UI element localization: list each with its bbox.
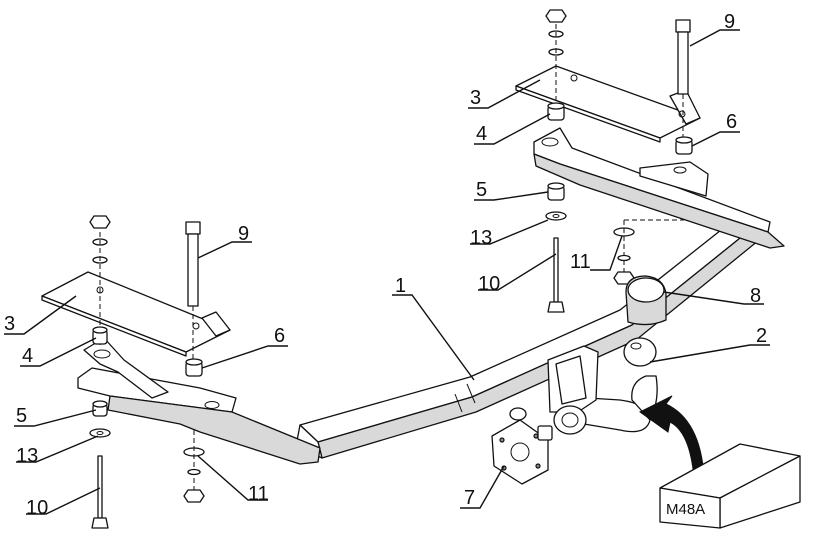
left-side-bracket xyxy=(77,337,321,465)
tow-ball-assembly xyxy=(555,275,667,433)
callout-10-left: 10 xyxy=(26,497,48,519)
right-mounting-plate xyxy=(515,65,701,143)
callout-1: 1 xyxy=(395,275,406,297)
callout-9-right: 9 xyxy=(724,11,735,33)
model-code: M48A xyxy=(666,501,705,518)
callout-6-right: 6 xyxy=(726,111,737,133)
callout-11-right: 11 xyxy=(570,251,591,273)
leader-lines xyxy=(4,29,770,515)
callout-11-left: 11 xyxy=(248,483,269,505)
callout-5-left: 5 xyxy=(16,405,27,427)
callout-6-left: 6 xyxy=(274,325,285,347)
left-bolt-stack xyxy=(89,215,205,529)
callout-3-right: 3 xyxy=(470,87,481,109)
left-mounting-plate xyxy=(41,271,231,357)
callout-5-right: 5 xyxy=(476,179,487,201)
callout-7: 7 xyxy=(464,487,475,509)
right-bolt-stack xyxy=(545,9,693,313)
callout-2: 2 xyxy=(756,325,767,347)
model-code-box: M48A xyxy=(659,443,801,529)
callout-13-left: 13 xyxy=(16,445,38,467)
callout-13-right: 13 xyxy=(470,227,492,249)
callout-10-right: 10 xyxy=(478,273,500,295)
callout-4-left: 4 xyxy=(22,345,33,367)
install-direction-arrow xyxy=(639,395,705,479)
main-cross-beam xyxy=(295,214,765,459)
callout-4-right: 4 xyxy=(476,123,487,145)
electrical-socket-plate xyxy=(491,345,599,485)
callout-3-left: 3 xyxy=(4,313,15,335)
callout-labels: 1 2 3 3 4 4 5 5 6 6 7 8 9 9 10 10 11 11 … xyxy=(4,11,767,519)
callout-9-left: 9 xyxy=(238,223,249,245)
right-side-bracket xyxy=(533,127,785,249)
callout-8: 8 xyxy=(750,285,761,307)
